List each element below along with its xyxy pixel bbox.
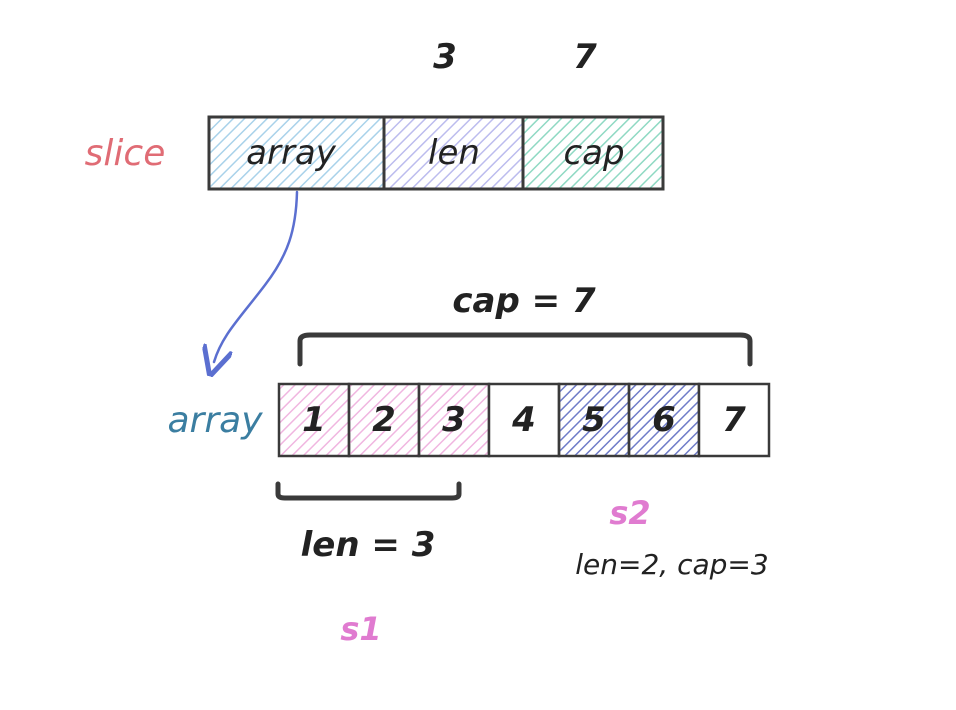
s2-label: s2 <box>609 494 650 532</box>
array-field-label: array <box>246 133 337 173</box>
len-field-label: len <box>428 133 480 173</box>
len-brace-label: len = 3 <box>301 525 436 565</box>
cap-brace-label: cap = 7 <box>452 281 596 321</box>
cap-field-label: cap <box>563 133 624 173</box>
array-cell-6 <box>627 382 701 458</box>
len-field-box <box>382 115 525 191</box>
array-field-box <box>207 115 386 191</box>
array-cell-value: 3 <box>442 400 466 440</box>
array-cell-value: 5 <box>582 400 606 440</box>
array-pointer-arrow <box>214 190 299 362</box>
slice-label: slice <box>85 133 166 174</box>
len-value: 3 <box>433 37 457 77</box>
cap-field-box <box>521 115 665 191</box>
slice-struct: array len cap <box>207 115 665 191</box>
backing-array-label: array <box>167 400 263 441</box>
array-cell-value: 2 <box>372 400 396 440</box>
array-cell-3 <box>417 382 491 458</box>
array-cell-2 <box>347 382 421 458</box>
array-cell-value: 1 <box>302 400 326 440</box>
array-cell-7 <box>697 382 771 458</box>
array-cell-4 <box>487 382 561 458</box>
backing-array: 1 2 3 4 5 6 7 <box>277 382 771 458</box>
cap-value: 7 <box>573 37 597 77</box>
array-cell-value: 4 <box>511 400 536 440</box>
array-cell-value: 6 <box>652 400 676 440</box>
s2-detail: len=2, cap=3 <box>575 548 768 581</box>
cap-brace <box>297 332 753 367</box>
s1-label: s1 <box>340 610 381 648</box>
len-brace <box>275 481 462 501</box>
array-cell-value: 7 <box>722 400 746 440</box>
array-cell-5 <box>557 382 631 458</box>
